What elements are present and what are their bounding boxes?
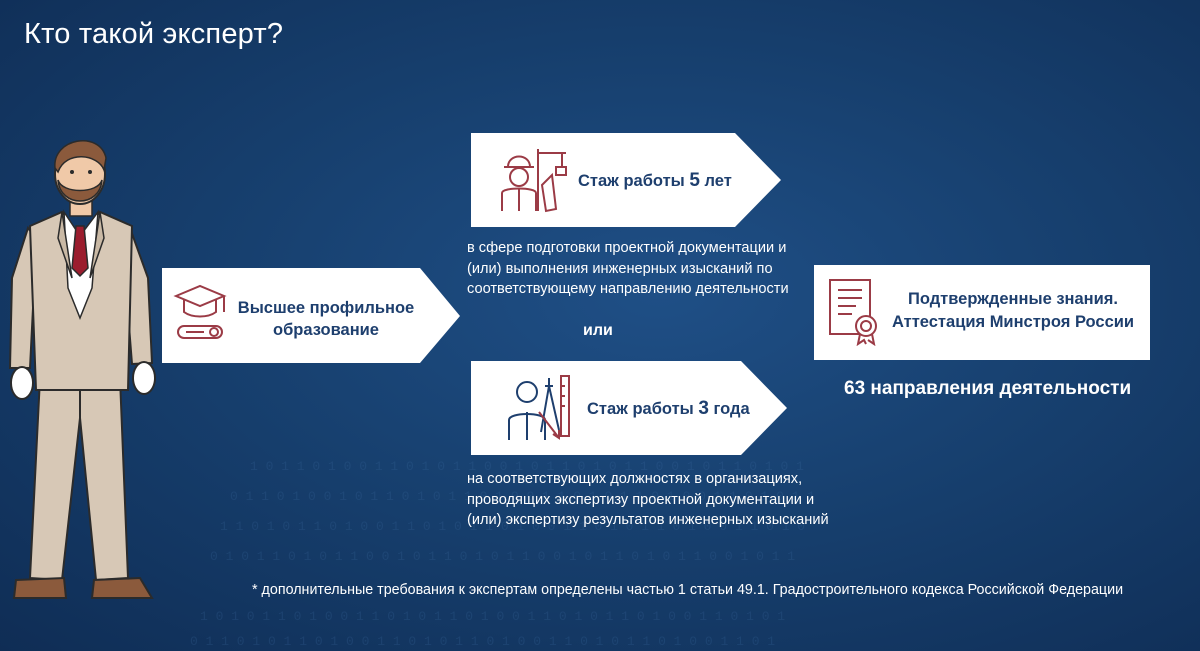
engineer-tools-icon [508,375,570,440]
directions-count: 63 направления деятельности [844,378,1132,399]
page-title: Кто такой эксперт? [24,18,284,50]
svg-text:1 1 0 1 0 1 1 0 1 0 0 1 1 0 1: 1 1 0 1 0 1 1 0 1 0 0 1 1 0 1 0 1 1 0 1 … [220,519,805,534]
experience-5-description: в сфере подготовки проектной документаци… [467,240,789,297]
experience-3-label: Стаж работы 3 года [587,398,750,419]
certificate-icon [829,279,877,346]
education-arrow-box [162,268,460,363]
engineer-builder-icon [501,149,567,213]
svg-text:1 0 1 1 0 1 0 0 1 1 0 1 0 1 1: 1 0 1 1 0 1 0 0 1 1 0 1 0 1 1 0 0 1 0 1 … [250,459,804,474]
svg-text:1 0 1 0 1 1 0 1 0 0 1 1 0 1 0: 1 0 1 0 1 1 0 1 0 0 1 1 0 1 0 1 1 0 1 0 … [200,609,785,624]
experience-5-label: Стаж работы 5 лет [578,170,732,191]
svg-text:0 1 0 1 1 0 1 0 1 1 0 0 1 0 1: 0 1 0 1 1 0 1 0 1 1 0 0 1 0 1 1 0 1 0 1 … [210,549,795,564]
footnote: * дополнительные требования к экспертам … [252,582,1124,598]
svg-text:0 1 1 0 1 0 1 1 0 1 0 0 1 1 0: 0 1 1 0 1 0 1 1 0 1 0 0 1 1 0 1 0 1 1 0 … [190,634,775,649]
or-label: или [583,322,613,339]
svg-text:0 1 1 0 1 0 0 1 0 1 1 0 1 0 1: 0 1 1 0 1 0 0 1 0 1 1 0 1 0 1 1 0 1 0 0 … [230,489,815,504]
graduation-cap-diploma-icon [173,284,227,339]
experience-5-arrow-box [471,133,781,227]
experience-3-description: на соответствующих должностях в организа… [467,471,829,528]
certification-label: Подтвержденные знания. Аттестация Минстр… [891,290,1135,331]
expert-man-illustration [8,140,156,599]
